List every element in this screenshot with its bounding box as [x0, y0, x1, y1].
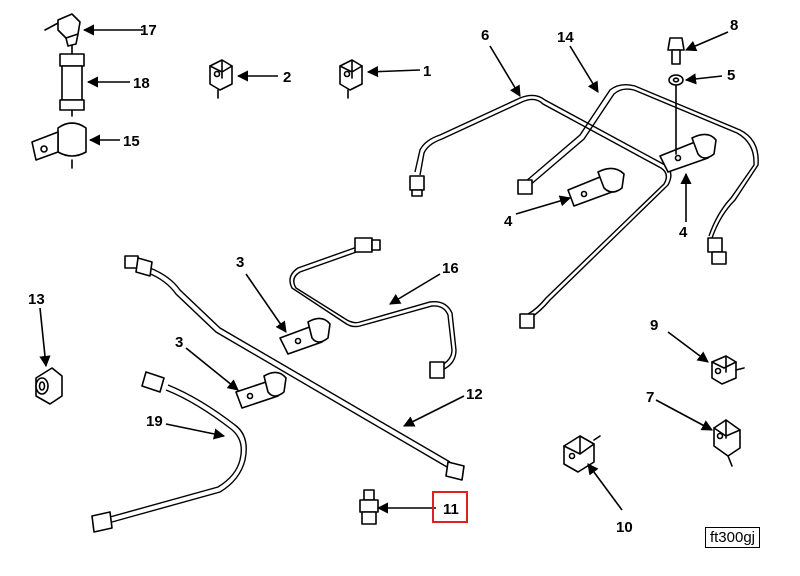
callout-10: 10 — [616, 519, 633, 536]
fuel-line-16 — [289, 237, 457, 379]
callout-6: 6 — [481, 27, 489, 44]
inline-filter-18 — [59, 45, 85, 117]
bracket-3-upper — [279, 317, 331, 355]
callout-9: 9 — [650, 317, 658, 334]
callout-14: 14 — [557, 29, 574, 46]
fuel-line-14 — [517, 83, 759, 265]
fuel-line-19 — [91, 371, 247, 533]
washer-5 — [668, 74, 684, 155]
leader-lines — [39, 24, 729, 514]
callout-2: 2 — [283, 69, 291, 86]
callout-4-right: 4 — [679, 224, 688, 241]
block-2 — [209, 59, 233, 99]
elbow-fitting-17 — [44, 13, 81, 47]
callout-18: 18 — [133, 75, 150, 92]
block-9 — [711, 355, 745, 385]
callout-5: 5 — [727, 67, 735, 84]
bracket-4-left — [567, 167, 625, 207]
callout-15: 15 — [123, 133, 140, 150]
callout-13: 13 — [28, 291, 45, 308]
bolt-8 — [667, 37, 685, 65]
bracket-4-right — [659, 133, 717, 173]
figure-code: ft300gj — [704, 527, 760, 548]
block-10 — [563, 435, 601, 473]
callout-17: 17 — [140, 22, 157, 39]
callout-16: 16 — [442, 260, 459, 277]
bracket-3-lower — [235, 371, 287, 409]
highlight-box-callout-11 — [432, 491, 468, 523]
callout-12: 12 — [466, 386, 483, 403]
callout-3-lower: 3 — [175, 334, 183, 351]
clamp-15 — [31, 122, 87, 169]
fitting-11 — [359, 489, 379, 525]
callout-1: 1 — [423, 63, 431, 80]
callout-19: 19 — [146, 413, 163, 430]
callout-3-upper: 3 — [236, 254, 244, 271]
callout-4-left: 4 — [504, 213, 513, 230]
callout-11: 11 — [443, 501, 459, 518]
fuel-line-6 — [409, 94, 672, 329]
elbow-13 — [35, 367, 63, 405]
callout-8: 8 — [730, 17, 738, 34]
block-7 — [713, 419, 741, 467]
callout-labels: 17 18 15 2 1 6 14 8 5 4 4 3 16 13 3 9 12… — [28, 17, 738, 536]
callout-7: 7 — [646, 389, 654, 406]
fuel-line-12 — [124, 255, 465, 481]
block-1 — [339, 59, 363, 99]
